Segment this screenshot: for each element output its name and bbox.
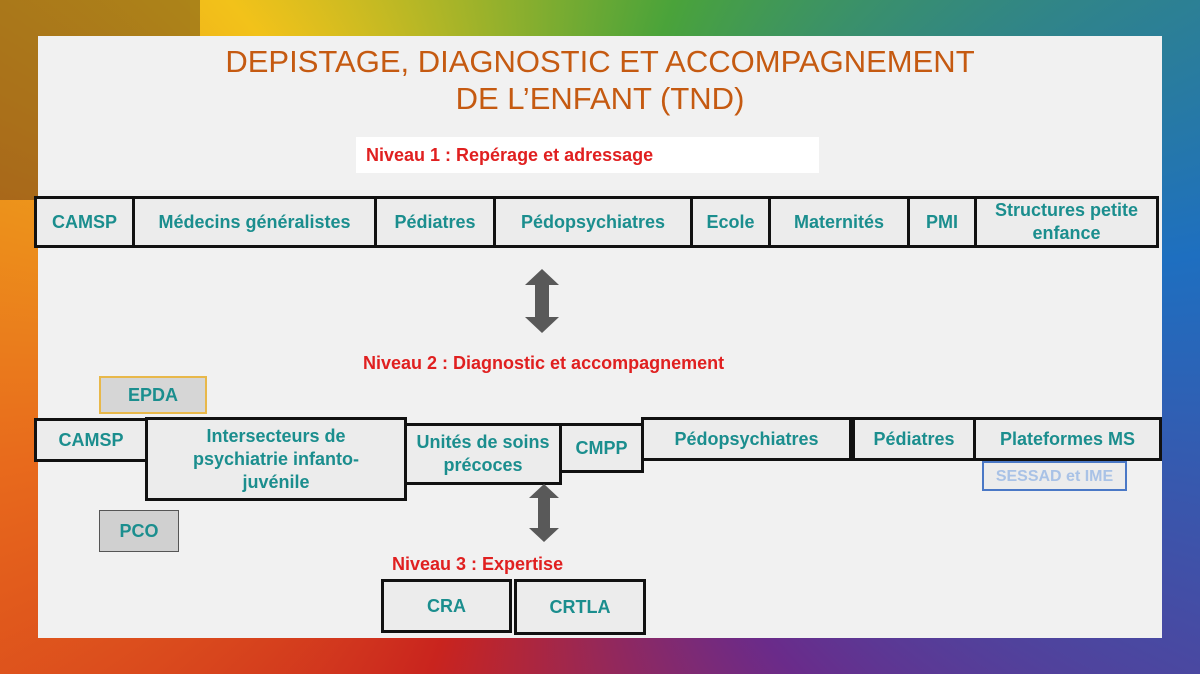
slide: DEPISTAGE, DIAGNOSTIC ET ACCOMPAGNEMENT … — [34, 36, 1162, 638]
n1-box-maternites: Maternités — [768, 196, 910, 248]
niveau3-label: Niveau 3 : Expertise — [392, 554, 564, 574]
niveau2-label: Niveau 2 : Diagnostic et accompagnement — [363, 353, 725, 373]
n1-box-ecole: Ecole — [690, 196, 771, 248]
n2-box-plateformes: Plateformes MS — [973, 417, 1162, 461]
sessad-box: SESSAD et IME — [982, 461, 1127, 491]
n1-box-medecins: Médecins généralistes — [132, 196, 377, 248]
n2-box-pedopsychiatres: Pédopsychiatres — [641, 417, 852, 461]
n2-box-camsp: CAMSP — [34, 418, 148, 462]
n1-box-pmi: PMI — [907, 196, 977, 248]
slide-title-line2: DE L’ENFANT (TND) — [455, 81, 745, 116]
n2-box-pediatres: Pédiatres — [852, 417, 976, 461]
n1-box-pedopsychiatres: Pédopsychiatres — [493, 196, 693, 248]
n2-box-intersecteurs: Intersecteurs de psychiatrie infanto-juv… — [145, 417, 407, 501]
n1-box-structures: Structures petite enfance — [974, 196, 1159, 248]
double-arrow-icon — [525, 269, 559, 333]
n1-box-camsp: CAMSP — [34, 196, 135, 248]
double-arrow-icon-2 — [529, 484, 559, 542]
niveau1-label: Niveau 1 : Repérage et adressage — [366, 145, 654, 165]
pco-box: PCO — [99, 510, 179, 552]
n3-box-crtla: CRTLA — [514, 579, 646, 635]
n2-box-cmpp: CMPP — [559, 423, 644, 473]
n1-box-pediatres: Pédiatres — [374, 196, 496, 248]
slide-title-line1: DEPISTAGE, DIAGNOSTIC ET ACCOMPAGNEMENT — [225, 44, 975, 79]
niveau1-label-box — [356, 137, 819, 173]
n3-box-cra: CRA — [381, 579, 512, 633]
n2-box-unites: Unités de soins précoces — [404, 423, 562, 485]
epda-box: EPDA — [99, 376, 207, 414]
